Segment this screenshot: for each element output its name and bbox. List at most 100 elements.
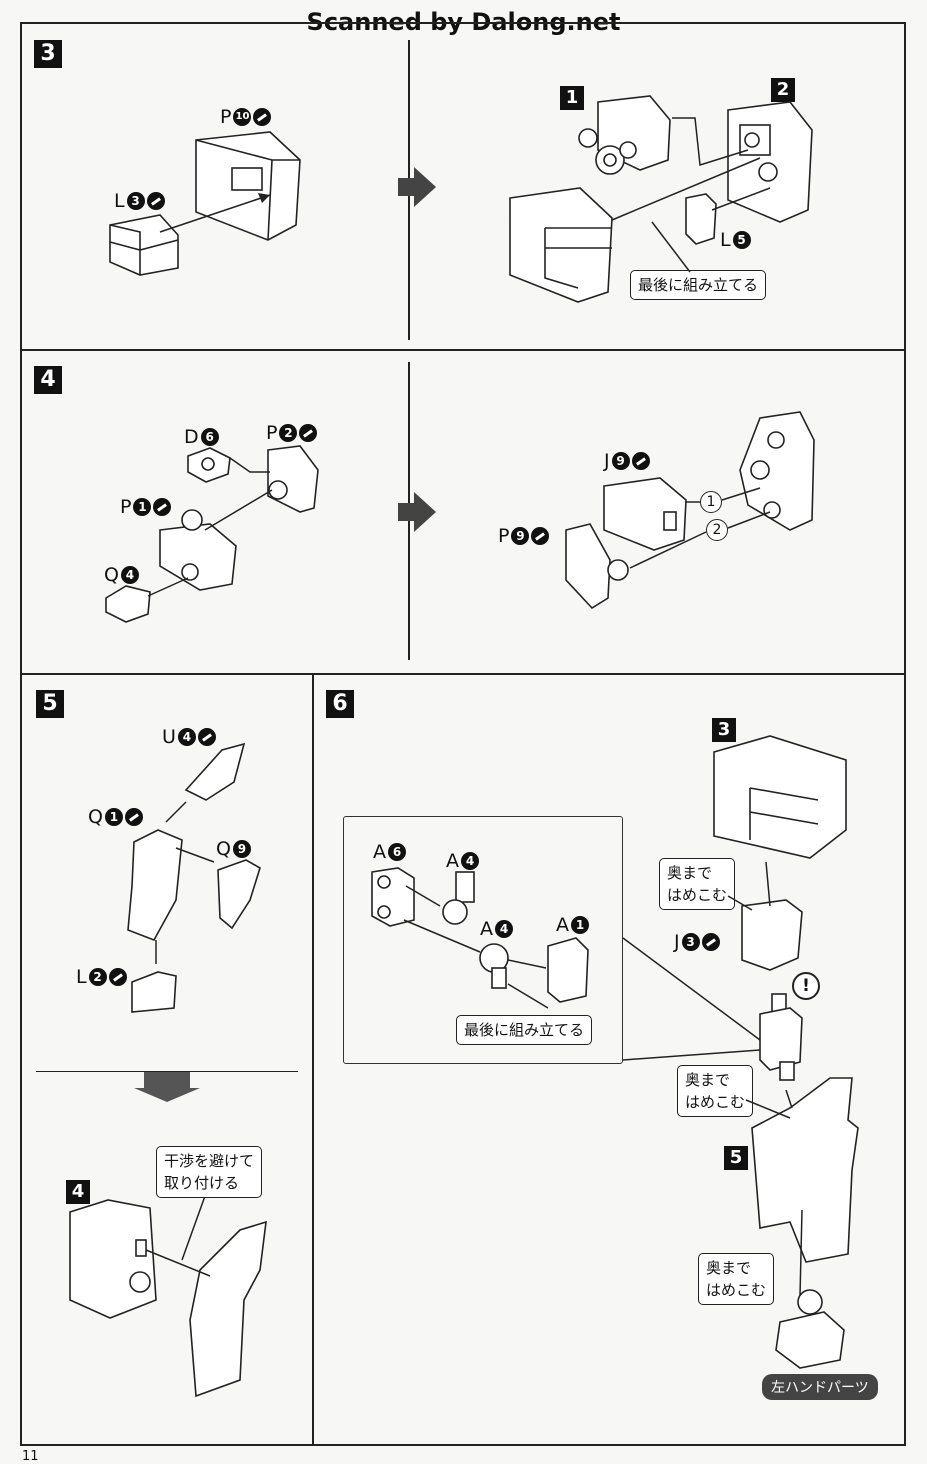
flow-arrow-stem — [398, 503, 415, 521]
runner-letter: L — [76, 966, 87, 988]
note-push-in-1: 奥まで はめこむ — [659, 858, 736, 910]
part-number: 3 — [126, 192, 145, 210]
note-line-2: はめこむ — [667, 886, 728, 904]
note-push-in-2: 奥まで はめこむ — [677, 1065, 754, 1117]
part-label-u4: U 4 — [162, 726, 216, 748]
note-line-1: 奥まで — [685, 1071, 731, 1089]
note-line-2: はめこむ — [685, 1093, 746, 1111]
part-label-a4-mid: A 4 — [480, 918, 513, 940]
part-label-j3: J 3 — [674, 931, 720, 953]
gate-cut-icon — [153, 498, 172, 516]
gate-cut-icon — [631, 452, 650, 470]
runner-letter: L — [720, 229, 731, 251]
part-label-p2: P 2 — [266, 422, 318, 444]
part-label-p9: P 9 — [498, 525, 550, 547]
badge-4: 4 — [66, 1180, 90, 1204]
runner-letter: A — [480, 918, 493, 940]
part-number: 2 — [279, 424, 298, 442]
note-line-2: 取り付ける — [164, 1174, 240, 1192]
gate-cut-icon — [124, 808, 143, 826]
part-label-a1: A 1 — [556, 914, 589, 936]
badge-1: 1 — [560, 86, 584, 110]
part-number: 10 — [233, 108, 252, 126]
gate-cut-icon — [299, 424, 318, 442]
runner-letter: J — [674, 931, 680, 953]
divider-row1 — [20, 349, 906, 351]
part-label-q4: Q 4 — [104, 564, 139, 586]
gate-cut-icon — [531, 527, 550, 545]
runner-letter: U — [162, 726, 176, 748]
part-label-d6: D 6 — [184, 426, 219, 448]
flow-arrow-icon — [414, 492, 436, 532]
gate-cut-icon — [197, 728, 216, 746]
badge-5: 5 — [724, 1146, 748, 1170]
part-number: 9 — [511, 527, 530, 545]
step-5-number: 5 — [36, 690, 64, 718]
part-number: 6 — [388, 843, 406, 861]
runner-letter: Q — [216, 838, 231, 860]
runner-letter: A — [556, 914, 569, 936]
part-number: 9 — [232, 840, 251, 858]
part-label-j9: J 9 — [604, 450, 650, 472]
warning-icon: ! — [792, 972, 820, 1000]
runner-letter: L — [114, 190, 125, 212]
part-label-p1: P 1 — [120, 496, 172, 518]
runner-letter: Q — [104, 564, 119, 586]
part-number: 6 — [200, 428, 219, 446]
note-avoid-interference: 干渉を避けて 取り付ける — [156, 1146, 263, 1198]
divider-row2 — [20, 673, 906, 675]
runner-letter: Q — [88, 806, 103, 828]
left-hand-parts-label: 左ハンドパーツ — [762, 1374, 878, 1400]
part-number: 4 — [120, 566, 139, 584]
page-number: 11 — [22, 1449, 39, 1464]
runner-letter: P — [120, 496, 132, 518]
note-push-in-3: 奥まで はめこむ — [698, 1253, 775, 1305]
sub-assembly-box — [343, 816, 623, 1064]
part-number: 4 — [177, 728, 196, 746]
divider-s5-inner — [36, 1071, 298, 1072]
part-number: 4 — [461, 852, 479, 870]
part-label-p10: P 10 — [220, 106, 272, 128]
part-number: 5 — [732, 231, 751, 249]
order-1: 1 — [700, 491, 722, 513]
note-line-2: はめこむ — [706, 1281, 767, 1299]
part-number: 1 — [133, 498, 152, 516]
part-number: 1 — [104, 808, 123, 826]
part-label-l5: L 5 — [720, 229, 751, 251]
note-line-1: 奥まで — [667, 864, 713, 882]
gate-cut-icon — [701, 933, 720, 951]
part-label-l2: L 2 — [76, 966, 127, 988]
step-3-number: 3 — [34, 40, 62, 68]
part-label-q9: Q 9 — [216, 838, 251, 860]
flow-arrow-icon — [414, 167, 436, 207]
step-6-number: 6 — [326, 690, 354, 718]
part-label-l3: L 3 — [114, 190, 165, 212]
runner-letter: A — [373, 841, 386, 863]
part-number: 3 — [681, 933, 700, 951]
note-line-1: 干渉を避けて — [164, 1152, 255, 1170]
order-2: 2 — [706, 519, 728, 541]
page-frame — [20, 22, 906, 1446]
runner-letter: P — [498, 525, 510, 547]
runner-letter: A — [446, 850, 459, 872]
flow-arrow-stem — [398, 178, 415, 196]
runner-letter: J — [604, 450, 610, 472]
gate-cut-icon — [108, 968, 127, 986]
step-4-number: 4 — [34, 366, 62, 394]
note-assemble-last: 最後に組み立てる — [630, 270, 767, 300]
part-number: 2 — [88, 968, 107, 986]
runner-letter: P — [266, 422, 278, 444]
part-number: 1 — [571, 916, 589, 934]
part-number: 4 — [495, 920, 513, 938]
part-number: 9 — [611, 452, 630, 470]
divider-s5-s6 — [312, 673, 314, 1446]
part-label-q1: Q 1 — [88, 806, 143, 828]
note-line-1: 奥まで — [706, 1259, 752, 1277]
note-assemble-last-inner: 最後に組み立てる — [456, 1015, 593, 1045]
gate-cut-icon — [253, 108, 272, 126]
